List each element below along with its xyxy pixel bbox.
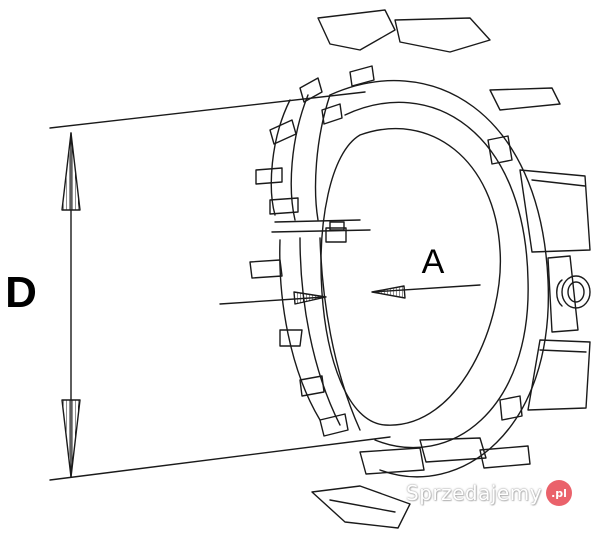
teeth-upper-left bbox=[255, 65, 375, 215]
pointer-right bbox=[371, 284, 481, 299]
extension-line-top bbox=[49, 91, 366, 129]
teeth-top bbox=[317, 9, 561, 165]
watermark-logo: Sprzedajemy .pl bbox=[406, 478, 573, 508]
watermark-text: Sprzedajemy bbox=[406, 481, 543, 505]
split-notch bbox=[325, 221, 347, 243]
teeth-right bbox=[519, 169, 591, 411]
inner-ring-label: A bbox=[421, 243, 445, 281]
pin bbox=[556, 275, 591, 309]
extension-line-bottom bbox=[49, 436, 391, 481]
pointer-left bbox=[219, 291, 327, 305]
dimension-line-d bbox=[61, 132, 81, 478]
ring-body bbox=[270, 80, 549, 478]
diameter-label: D bbox=[5, 268, 37, 317]
watermark-badge: .pl bbox=[546, 480, 573, 506]
teeth-lower bbox=[249, 259, 531, 475]
tooth-bottom bbox=[311, 485, 411, 529]
